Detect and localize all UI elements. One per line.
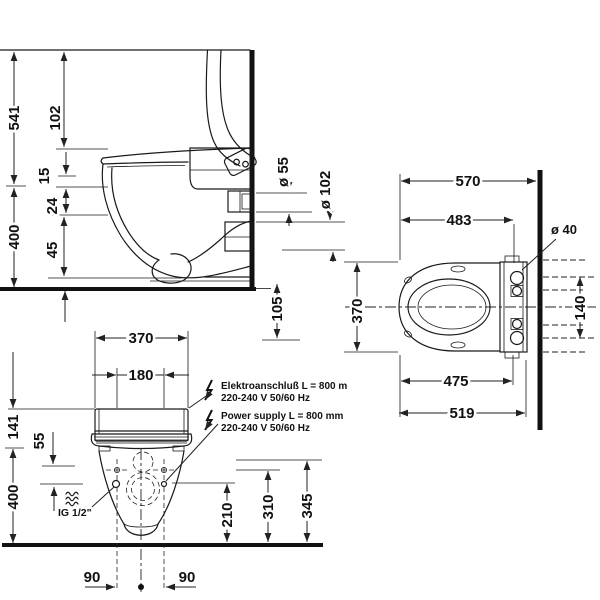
dim-55: 55	[31, 433, 48, 450]
dim-483: 483	[446, 212, 471, 229]
front-hidden-detail	[106, 449, 175, 592]
dim-400-front: 400	[5, 484, 22, 509]
fixing-cross-right	[153, 459, 175, 481]
dim-570: 570	[455, 173, 480, 190]
front-seat	[90, 433, 193, 452]
dim-15: 15	[36, 168, 53, 185]
elec-connection-label: Elektroanschluß L = 800 m	[221, 381, 347, 392]
front-view: IG 1/2" Elektroanschluß L = 800 m 220-24…	[2, 328, 347, 592]
center-marker-dot	[138, 584, 144, 590]
front-bowl	[98, 450, 185, 536]
power-supply-label: Power supply L = 800 mm	[221, 411, 343, 422]
water-connection-point	[111, 479, 121, 489]
front-tank-unit	[94, 408, 189, 442]
dim-45: 45	[44, 242, 61, 259]
leader-dia40	[521, 238, 557, 271]
top-seat-outline	[398, 262, 501, 352]
leader-elec	[188, 393, 210, 409]
power-connection-point	[160, 480, 168, 488]
dim-370-top: 370	[349, 298, 366, 323]
dim-400-side: 400	[6, 224, 23, 249]
fixing-cross-left	[106, 459, 128, 481]
top-view: 570 483 ø 40 370 140 475 519	[344, 170, 597, 430]
dim-141: 141	[5, 414, 22, 439]
water-connection-label: IG 1/2"	[58, 507, 92, 519]
side-drain-pipe	[224, 221, 253, 252]
elec-voltage-label: 220-240 V 50/60 Hz	[221, 393, 310, 404]
dim-180: 180	[128, 367, 153, 384]
fixing-hole	[509, 330, 525, 346]
side-flush-pipe	[227, 190, 253, 213]
side-view: 541 102 15 24 400 45 ø 55 ø 102 105	[0, 49, 345, 341]
water-supply-symbol	[65, 491, 79, 507]
dim-475: 475	[443, 373, 468, 390]
dim-102: 102	[47, 105, 64, 130]
power-voltage-label: 220-240 V 50/60 Hz	[221, 423, 310, 434]
dim-541: 541	[6, 105, 23, 130]
dim-345: 345	[299, 493, 316, 518]
fixing-hole	[511, 318, 523, 330]
dim-140: 140	[572, 295, 589, 320]
dim-dia55: ø 55	[275, 157, 292, 187]
side-bowl	[101, 163, 252, 284]
dim-dia102: ø 102	[317, 171, 334, 209]
dim-310: 310	[260, 494, 277, 519]
dim-105: 105	[269, 296, 286, 321]
dim-24: 24	[44, 197, 61, 214]
dim-210: 210	[219, 502, 236, 527]
electrical-annotations: Elektroanschluß L = 800 m 220-240 V 50/6…	[165, 379, 347, 482]
fixing-hole	[509, 270, 525, 286]
top-mounting-plate	[499, 255, 528, 359]
dim-90-right: 90	[179, 569, 196, 586]
side-seat	[100, 147, 252, 190]
leader-water	[91, 486, 115, 508]
dim-90-left: 90	[84, 569, 101, 586]
fixing-hole	[511, 285, 523, 297]
leader-power	[165, 423, 219, 482]
lightning-icon	[204, 379, 214, 401]
dim-370-front: 370	[128, 330, 153, 347]
dim-519: 519	[449, 405, 474, 422]
dim-dia40: ø 40	[551, 222, 577, 237]
side-lid-raised	[205, 49, 257, 177]
lightning-icon	[204, 409, 214, 431]
